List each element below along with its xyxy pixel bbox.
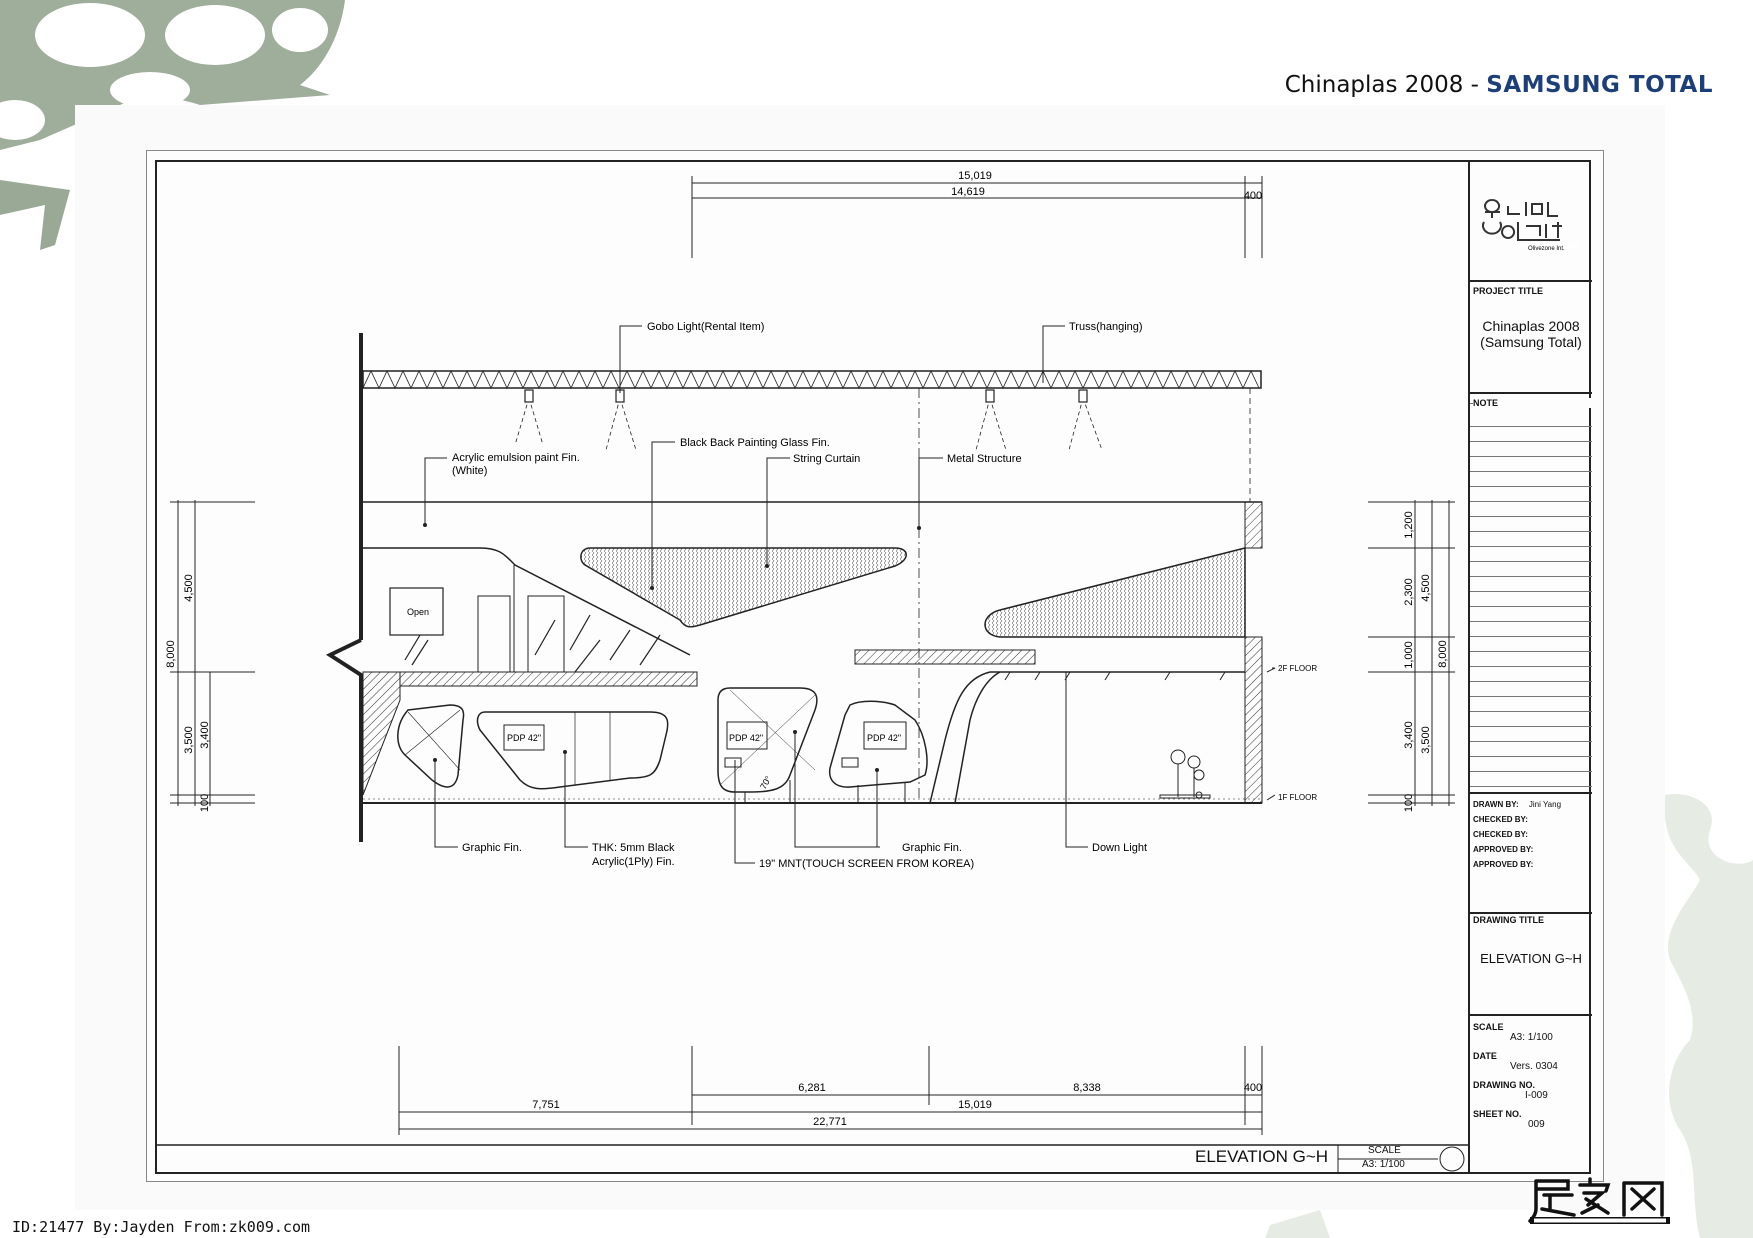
dim-right-e: 100 [1403, 794, 1415, 812]
tb-scale-value: A3: 1/100 [1510, 1032, 1553, 1043]
dim-right-total: 8,000 [1437, 640, 1449, 668]
dim-top-overall: 15,019 [958, 170, 992, 182]
tb-checked-by-1: CHECKED BY: [1473, 815, 1528, 824]
page-header: Chinaplas 2008 - SAMSUNG TOTAL [1285, 72, 1713, 98]
label-graphic-fin-2: Graphic Fin. [902, 842, 962, 854]
leader-lines [424, 325, 1276, 864]
title-block: PROJECT TITLE Chinaplas 2008 (Samsung To… [1468, 161, 1592, 1173]
dim-right-a: 1,200 [1403, 511, 1415, 539]
dim-top-side: 400 [1244, 190, 1262, 202]
label-graphic-fin-1: Graphic Fin. [462, 842, 522, 854]
label-monitor: 19" MNT(TOUCH SCREEN FROM KOREA) [759, 858, 974, 870]
bottom-scale-value: A3: 1/100 [1362, 1159, 1405, 1170]
dim-left-lower-b: 3,400 [199, 721, 211, 749]
tb-drawing-no-value: I-009 [1525, 1090, 1548, 1101]
inner-frame [155, 160, 1591, 1174]
tb-drawn-by: DRAWN BY: Jini Yang [1473, 800, 1562, 809]
dim-left-base: 100 [199, 794, 211, 812]
label-truss: Truss(hanging) [1069, 321, 1143, 333]
dim-bottom-c: 400 [1244, 1082, 1262, 1094]
header-brand: SAMSUNG TOTAL [1486, 72, 1713, 98]
dim-right-b: 2,300 [1403, 578, 1415, 606]
dim-right-c: 1,000 [1403, 641, 1415, 669]
company-logo: Olivezone Int. [1482, 199, 1578, 252]
tb-logo-cell [1470, 161, 1592, 282]
tb-note-heading: NOTE [1473, 398, 1592, 408]
tb-meta: SCALE A3: 1/100 DATE Vers. 0304 DRAWING … [1470, 1016, 1592, 1130]
dim-left-upper: 4,500 [183, 574, 195, 602]
dim-bottom-total: 22,771 [813, 1116, 847, 1128]
site-watermark-logo [1528, 1177, 1670, 1224]
tb-project: PROJECT TITLE Chinaplas 2008 (Samsung To… [1470, 282, 1592, 394]
label-1f-floor: 1F FLOOR [1278, 793, 1317, 802]
top-dimension-lines [691, 176, 1263, 258]
label-pdp-1: PDP 42" [507, 733, 541, 743]
booth-structure [325, 333, 1263, 842]
tb-date-heading: DATE [1473, 1051, 1497, 1061]
label-string-curtain: String Curtain [793, 453, 860, 465]
tb-scale-heading: SCALE [1473, 1022, 1504, 1032]
tb-note: NOTE [1470, 394, 1592, 794]
tb-project-title-2: (Samsung Total) [1480, 334, 1582, 350]
logo-small-text: Olivezone Int. [1528, 246, 1565, 252]
label-2f-floor: 2F FLOOR [1278, 664, 1317, 673]
tb-drawn-by-name: Jini Yang [1528, 800, 1562, 809]
label-acrylic-2: (White) [452, 465, 487, 477]
dim-bottom-d: 7,751 [532, 1099, 560, 1111]
tb-date-value: Vers. 0304 [1510, 1061, 1558, 1072]
dim-top-main: 14,619 [951, 186, 985, 198]
label-metal-structure: Metal Structure [947, 453, 1022, 465]
footer-id-text: ID:21477 By:Jayden From:zk009.com [12, 1218, 311, 1236]
dim-bottom-b: 8,338 [1073, 1082, 1101, 1094]
tb-drawing-title: DRAWING TITLE ELEVATION G~H [1470, 911, 1592, 1016]
label-down-light: Down Light [1092, 842, 1147, 854]
label-black-glass: Black Back Painting Glass Fin. [680, 437, 830, 449]
drawing-sheet [146, 150, 1604, 1182]
header-event: Chinaplas 2008 - [1284, 72, 1487, 98]
tb-project-title-heading: PROJECT TITLE [1473, 286, 1544, 296]
tb-drawing-no-heading: DRAWING NO. [1473, 1080, 1535, 1090]
tb-signatures: DRAWN BY: Jini Yang CHECKED BY: CHECKED … [1470, 794, 1592, 914]
dim-left-total: 8,000 [165, 640, 177, 668]
label-thk-1: THK: 5mm Black [592, 842, 675, 854]
bottom-scale-heading: SCALE [1368, 1145, 1401, 1156]
tb-checked-by-2: CHECKED BY: [1473, 830, 1528, 839]
label-pdp-3: PDP 42" [867, 733, 901, 743]
tb-project-title-1: Chinaplas 2008 [1482, 318, 1580, 334]
dim-angle: 70° [758, 774, 774, 791]
label-gobo-light: Gobo Light(Rental Item) [647, 321, 764, 333]
right-dimension-lines [1368, 500, 1455, 806]
bottom-drawing-title: ELEVATION G~H [1195, 1147, 1329, 1166]
dim-bottom-e: 15,019 [958, 1099, 992, 1111]
tb-approved-by-1: APPROVED BY: [1473, 845, 1534, 854]
label-open-sign: Open [407, 607, 429, 617]
left-dimension-lines [170, 500, 255, 806]
tb-sheet-no-value: 009 [1528, 1119, 1545, 1130]
dim-right-d: 3,400 [1403, 721, 1415, 749]
tb-sheet-no-heading: SHEET NO. [1473, 1109, 1522, 1119]
dim-bottom-a: 6,281 [798, 1082, 826, 1094]
bottom-dimension-lines [398, 1046, 1263, 1135]
label-pdp-2: PDP 42" [729, 733, 763, 743]
dim-left-lower-a: 3,500 [183, 726, 195, 754]
dim-right-g: 3,500 [1420, 726, 1432, 754]
dim-right-f: 4,500 [1420, 574, 1432, 602]
label-thk-2: Acrylic(1Ply) Fin. [592, 856, 675, 868]
tb-drawing-title-value: ELEVATION G~H [1480, 951, 1582, 966]
tb-approved-by-2: APPROVED BY: [1473, 860, 1534, 869]
tb-drawing-title-heading: DRAWING TITLE [1473, 915, 1544, 925]
scale-circle [1439, 1146, 1465, 1172]
label-acrylic-1: Acrylic emulsion paint Fin. [452, 452, 580, 464]
